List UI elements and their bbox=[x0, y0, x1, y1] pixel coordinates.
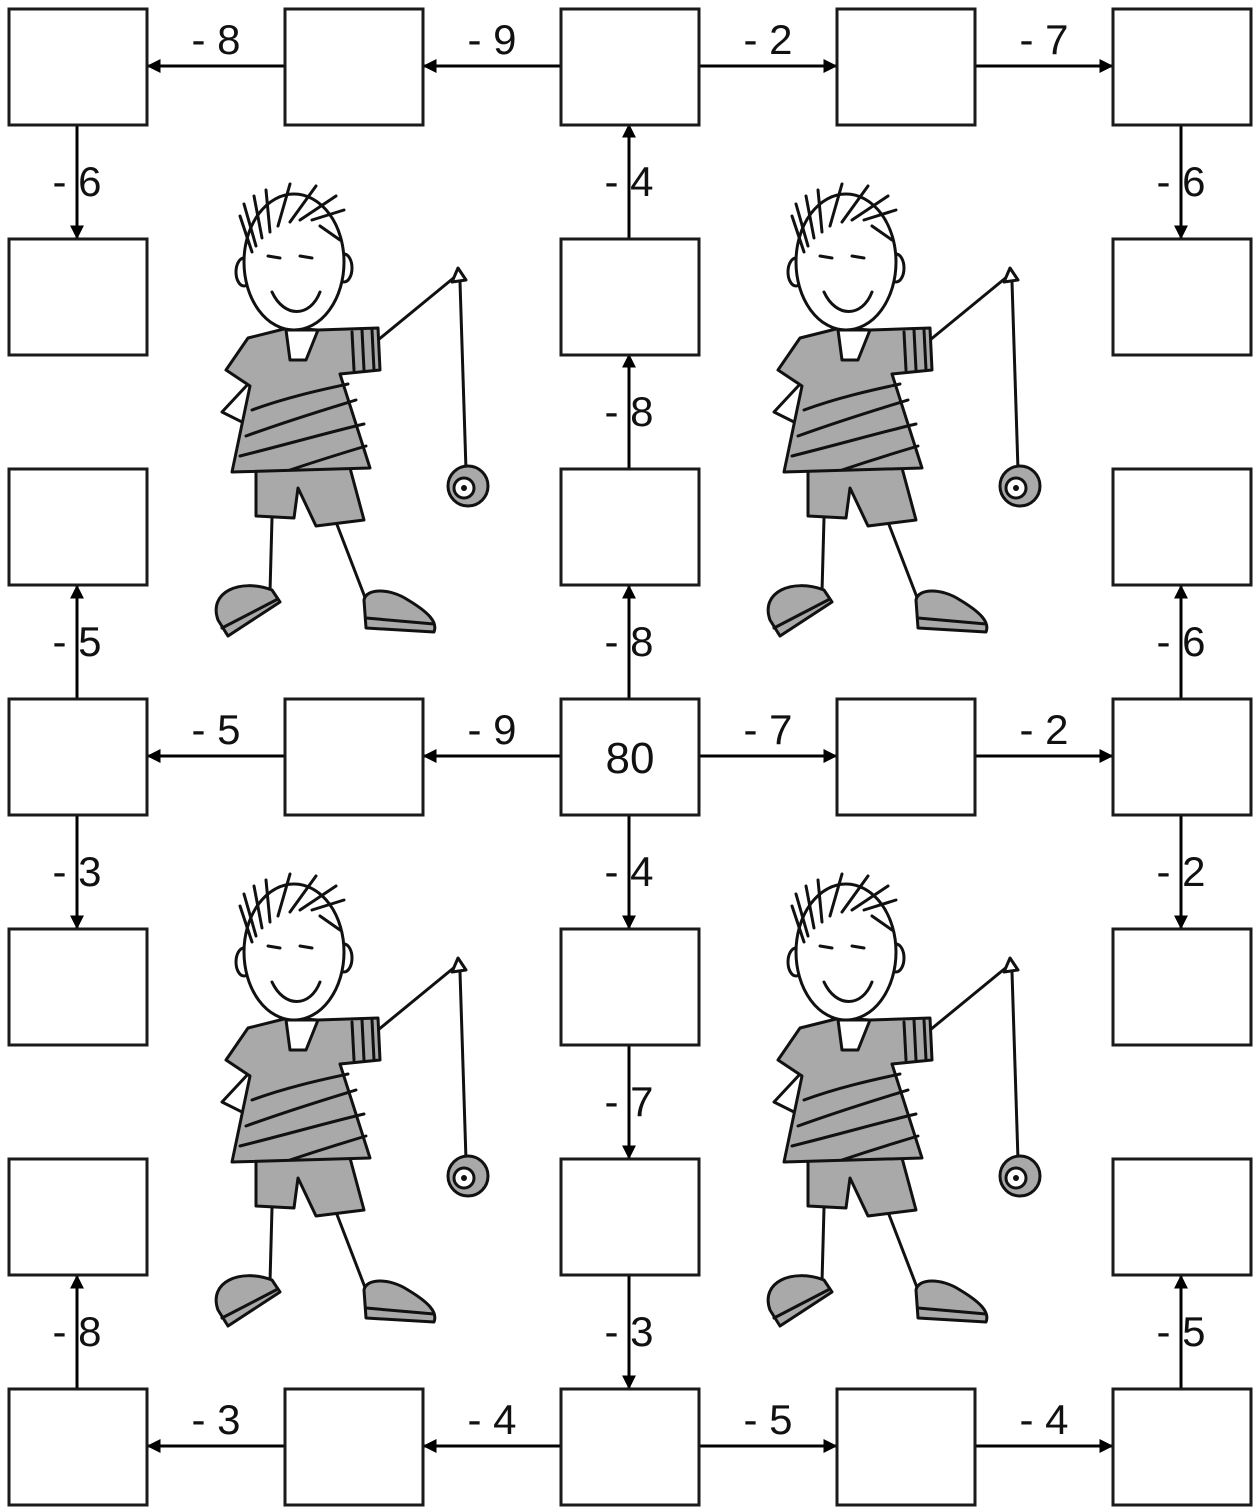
answer-box[interactable] bbox=[561, 929, 699, 1045]
answer-box[interactable] bbox=[9, 1159, 147, 1275]
boy-with-yoyo-illustration bbox=[216, 184, 488, 636]
boy-with-yoyo-illustration bbox=[768, 874, 1040, 1326]
answer-box[interactable] bbox=[1113, 929, 1251, 1045]
operator-label: - 7 bbox=[743, 706, 792, 753]
answer-box[interactable] bbox=[285, 699, 423, 815]
operator-label: - 8 bbox=[604, 388, 653, 435]
operator-label: - 6 bbox=[1156, 618, 1205, 665]
answer-box[interactable] bbox=[837, 9, 975, 125]
operator-label: - 5 bbox=[52, 618, 101, 665]
operator-label: - 9 bbox=[467, 16, 516, 63]
operator-label: - 4 bbox=[1019, 1396, 1068, 1443]
answer-box[interactable] bbox=[1113, 9, 1251, 125]
answer-box[interactable] bbox=[561, 9, 699, 125]
operator-label: - 4 bbox=[604, 158, 653, 205]
boy-with-yoyo-illustration bbox=[216, 874, 488, 1326]
operator-label: - 3 bbox=[191, 1396, 240, 1443]
operator-label: - 5 bbox=[743, 1396, 792, 1443]
operator-label: - 4 bbox=[604, 848, 653, 895]
answer-box[interactable] bbox=[9, 469, 147, 585]
boy-with-yoyo-illustration bbox=[768, 184, 1040, 636]
answer-box[interactable] bbox=[561, 469, 699, 585]
answer-box[interactable] bbox=[9, 9, 147, 125]
answer-box[interactable] bbox=[561, 239, 699, 355]
operator-label: - 8 bbox=[191, 16, 240, 63]
answer-box[interactable] bbox=[561, 1159, 699, 1275]
operator-label: - 2 bbox=[743, 16, 792, 63]
answer-box[interactable] bbox=[285, 1389, 423, 1505]
operator-label: - 7 bbox=[604, 1078, 653, 1125]
start-value: 80 bbox=[606, 734, 655, 783]
operator-label: - 2 bbox=[1156, 848, 1205, 895]
operator-label: - 4 bbox=[467, 1396, 516, 1443]
operator-label: - 3 bbox=[52, 848, 101, 895]
operator-label: - 2 bbox=[1019, 706, 1068, 753]
operator-label: - 3 bbox=[604, 1308, 653, 1355]
answer-box[interactable] bbox=[9, 239, 147, 355]
operator-label: - 8 bbox=[52, 1308, 101, 1355]
answer-box[interactable] bbox=[1113, 1389, 1251, 1505]
operator-label: - 6 bbox=[1156, 158, 1205, 205]
answer-box[interactable] bbox=[285, 9, 423, 125]
operator-label: - 5 bbox=[1156, 1308, 1205, 1355]
answer-box[interactable] bbox=[837, 699, 975, 815]
operator-label: - 7 bbox=[1019, 16, 1068, 63]
answer-box[interactable] bbox=[1113, 1159, 1251, 1275]
answer-box[interactable] bbox=[9, 929, 147, 1045]
answer-box[interactable] bbox=[1113, 239, 1251, 355]
answer-box[interactable] bbox=[1113, 469, 1251, 585]
answer-box[interactable] bbox=[837, 1389, 975, 1505]
operator-label: - 8 bbox=[604, 618, 653, 665]
answer-box[interactable] bbox=[9, 1389, 147, 1505]
operator-label: - 5 bbox=[191, 706, 240, 753]
operator-label: - 6 bbox=[52, 158, 101, 205]
answer-box[interactable] bbox=[561, 1389, 699, 1505]
operator-label: - 9 bbox=[467, 706, 516, 753]
answer-box[interactable] bbox=[1113, 699, 1251, 815]
answer-box[interactable] bbox=[9, 699, 147, 815]
